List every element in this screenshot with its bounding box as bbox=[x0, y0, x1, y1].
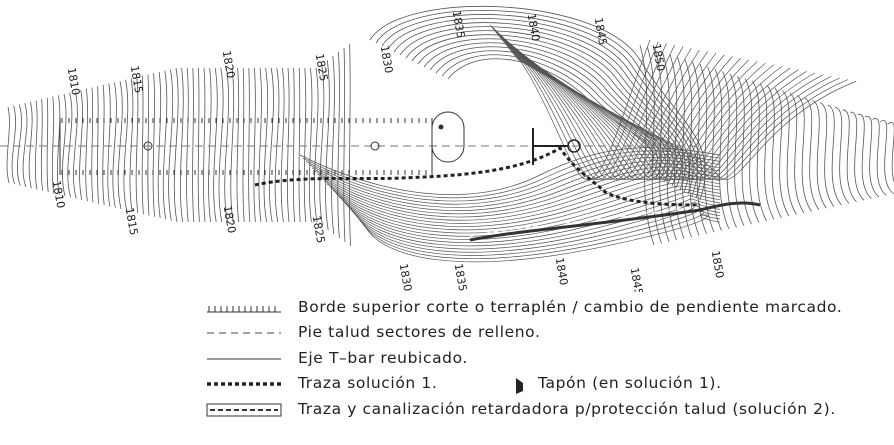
solid-line-symbol bbox=[207, 358, 281, 360]
top-contour-label-1820: 1820 bbox=[220, 49, 238, 79]
site-features bbox=[0, 111, 761, 242]
contour-lines bbox=[6, 6, 894, 263]
top-contour-label-1830: 1830 bbox=[378, 44, 396, 74]
top-contour-label-1825: 1825 bbox=[313, 52, 331, 82]
tapon-icon bbox=[516, 378, 523, 394]
top-contour-label-1810: 1810 bbox=[65, 66, 83, 96]
bottom-contour-label-1825: 1825 bbox=[310, 214, 328, 244]
top-contour-label-1840: 1840 bbox=[525, 12, 543, 42]
top-contour-label-1835: 1835 bbox=[450, 9, 468, 39]
bottom-contour-label-1815: 1815 bbox=[123, 206, 141, 236]
bottom-contour-label-1810: 1810 bbox=[50, 179, 68, 209]
bottom-contour-label-1830: 1830 bbox=[397, 262, 415, 292]
dotted-line-symbol bbox=[207, 382, 281, 386]
bottom-contour-label-1840: 1840 bbox=[553, 256, 571, 286]
legend-item-borde: Borde superior corte o terraplén / cambi… bbox=[0, 296, 894, 320]
dashed-line-symbol bbox=[207, 332, 281, 334]
top-contour-label-1815: 1815 bbox=[128, 64, 146, 94]
bottom-contour-label-1835: 1835 bbox=[452, 262, 470, 292]
contour-labels: 1810 1815 1820 1825 1830 1835 1840 1845 1850 1810… bbox=[50, 9, 727, 292]
double-dashed-box-symbol bbox=[206, 403, 282, 417]
legend-text-tapon: Tapón (en solución 1). bbox=[538, 374, 722, 392]
bottom-contour-label-1850: 1850 bbox=[709, 249, 727, 279]
legend-text-traza-1: Traza solución 1. bbox=[298, 374, 438, 392]
legend-text-eje: Eje T–bar reubicado. bbox=[298, 349, 468, 367]
legend-item-traza-1: Traza solución 1. Tapón (en solución 1). bbox=[0, 372, 894, 396]
legend-item-traza-2: Traza y canalización retardadora p/prote… bbox=[0, 398, 894, 422]
bottom-contour-label-1845: 1845 bbox=[628, 266, 646, 292]
legend-text-pie-talud: Pie talud sectores de relleno. bbox=[298, 323, 541, 341]
contour-map: 1810 1815 1820 1825 1830 1835 1840 1845 1850 1810… bbox=[0, 6, 894, 292]
top-contour-label-1850: 1850 bbox=[650, 42, 668, 72]
legend-item-pie-talud: Pie talud sectores de relleno. bbox=[0, 321, 894, 345]
legend-text-borde: Borde superior corte o terraplén / cambi… bbox=[298, 298, 843, 316]
bottom-contour-label-1820: 1820 bbox=[221, 204, 239, 234]
top-contour-label-1845: 1845 bbox=[592, 16, 610, 46]
legend-text-traza-2: Traza y canalización retardadora p/prote… bbox=[298, 400, 836, 418]
ticked-line-symbol bbox=[207, 306, 281, 313]
legend-item-eje: Eje T–bar reubicado. bbox=[0, 347, 894, 371]
